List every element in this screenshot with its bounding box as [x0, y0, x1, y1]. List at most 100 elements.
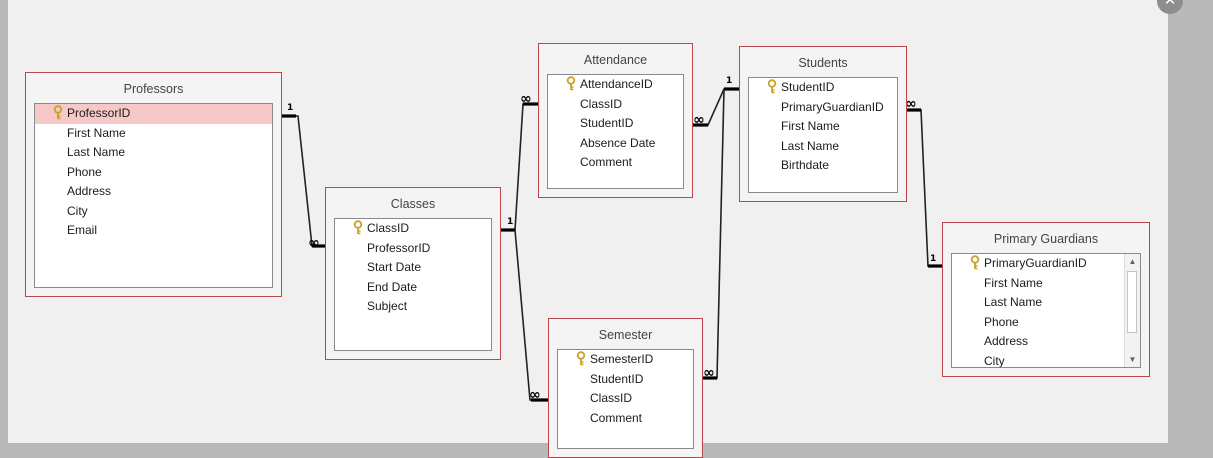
- field-row[interactable]: ProfessorID: [335, 239, 491, 259]
- table-title: Attendance: [583, 53, 648, 67]
- field-label: Birthdate: [781, 158, 830, 172]
- field-row[interactable]: PrimaryGuardianID: [952, 254, 1140, 274]
- field-row[interactable]: AttendanceID: [548, 75, 683, 95]
- field-label: Comment: [590, 410, 643, 425]
- field-label: Last Name: [781, 138, 840, 153]
- field-row[interactable]: First Name: [952, 274, 1140, 294]
- rel-line-professors-classes[interactable]: [282, 115, 326, 247]
- field-row[interactable]: ClassID: [335, 219, 491, 239]
- table-title: Students: [798, 56, 848, 70]
- field-label: First Name: [67, 125, 126, 140]
- cardinality-many-label: ∞: [905, 96, 917, 112]
- table-students[interactable]: Students StudentID PrimaryGuardianID First…: [739, 46, 907, 202]
- field-row[interactable]: City: [952, 352, 1140, 368]
- field-label: Absence Date: [580, 135, 656, 150]
- field-row[interactable]: Subject: [335, 297, 491, 317]
- field-row[interactable]: Last Name: [952, 293, 1140, 313]
- field-row[interactable]: StudentID: [749, 78, 897, 98]
- cardinality-many-label: ∞: [529, 387, 541, 403]
- primary-key-icon: [53, 105, 63, 120]
- field-row[interactable]: Comment: [558, 409, 693, 429]
- field-label: Comment: [580, 155, 633, 169]
- field-label: City: [984, 353, 1005, 368]
- cardinality-many-label: ∞: [693, 112, 705, 128]
- field-row[interactable]: ClassID: [548, 95, 683, 115]
- rel-line-students-guardians[interactable]: [906, 109, 943, 267]
- field-label: StudentID: [781, 80, 835, 94]
- field-row[interactable]: Comment: [548, 153, 683, 173]
- primary-key-icon: [566, 76, 576, 91]
- field-label: ClassID: [367, 221, 410, 235]
- field-label: Subject: [367, 299, 408, 313]
- field-row[interactable]: City: [35, 202, 272, 222]
- field-row[interactable]: PrimaryGuardianID: [749, 98, 897, 118]
- field-label: PrimaryGuardianID: [781, 99, 884, 114]
- table-title: Classes: [390, 197, 436, 211]
- field-row[interactable]: ClassID: [558, 389, 693, 409]
- field-label: First Name: [984, 275, 1043, 290]
- primary-key-icon: [576, 351, 586, 366]
- field-row[interactable]: Address: [952, 332, 1140, 352]
- field-row[interactable]: Phone: [35, 163, 272, 183]
- rel-line-classes-attendance[interactable]: [501, 103, 539, 231]
- field-label: Address: [67, 184, 112, 198]
- field-label: Start Date: [367, 260, 422, 274]
- field-row[interactable]: Last Name: [749, 137, 897, 157]
- cardinality-one-label: 1: [507, 217, 513, 227]
- rel-line-semester-students[interactable]: [703, 88, 725, 379]
- scroll-thumb[interactable]: [1127, 271, 1137, 333]
- field-row[interactable]: End Date: [335, 278, 491, 298]
- rel-line-classes-semester[interactable]: [514, 229, 549, 401]
- field-row[interactable]: Address: [35, 182, 272, 202]
- field-row[interactable]: Email: [35, 221, 272, 241]
- cardinality-one-label: 1: [930, 254, 936, 264]
- field-row[interactable]: StudentID: [558, 370, 693, 390]
- cardinality-many-label: ∞: [520, 91, 532, 107]
- close-button[interactable]: ✕: [1157, 0, 1183, 14]
- field-row[interactable]: Start Date: [335, 258, 491, 278]
- scroll-down-icon[interactable]: ▼: [1128, 355, 1137, 364]
- vertical-scrollbar[interactable]: ▲ ▼: [1124, 254, 1140, 367]
- field-label: ProfessorID: [367, 240, 431, 255]
- field-row[interactable]: First Name: [749, 117, 897, 137]
- field-row[interactable]: Absence Date: [548, 134, 683, 154]
- field-label: ClassID: [580, 96, 623, 111]
- cardinality-many-label: ∞: [308, 235, 320, 251]
- primary-key-icon: [970, 255, 980, 270]
- field-label: Last Name: [67, 145, 126, 159]
- relationships-canvas: 1 ∞ 1 ∞ ∞ ∞ 1 ∞ ∞ 1 Professors Professor…: [8, 0, 1168, 458]
- field-row[interactable]: ProfessorID: [35, 104, 272, 124]
- cardinality-one-label: 1: [287, 103, 293, 113]
- field-label: StudentID: [590, 371, 644, 386]
- field-row[interactable]: SemesterID: [558, 350, 693, 370]
- field-label: AttendanceID: [580, 77, 653, 91]
- field-row[interactable]: Birthdate: [749, 156, 897, 176]
- table-title: Professors: [123, 82, 184, 96]
- field-row[interactable]: First Name: [35, 124, 272, 144]
- field-label: Phone: [984, 314, 1019, 329]
- scroll-up-icon[interactable]: ▲: [1128, 257, 1137, 266]
- field-row[interactable]: Last Name: [35, 143, 272, 163]
- field-row[interactable]: StudentID: [548, 114, 683, 134]
- field-label: Address: [984, 334, 1029, 348]
- field-label: SemesterID: [590, 352, 654, 366]
- primary-key-icon: [767, 79, 777, 94]
- field-row[interactable]: Phone: [952, 313, 1140, 333]
- field-list[interactable]: AttendanceID ClassID StudentID Absence Date…: [547, 74, 684, 189]
- field-label: Email: [67, 223, 98, 237]
- table-title: Primary Guardians: [993, 232, 1099, 246]
- field-label: StudentID: [580, 116, 634, 130]
- cardinality-many-label: ∞: [703, 365, 715, 381]
- field-label: First Name: [781, 119, 840, 133]
- field-label: Phone: [67, 164, 102, 179]
